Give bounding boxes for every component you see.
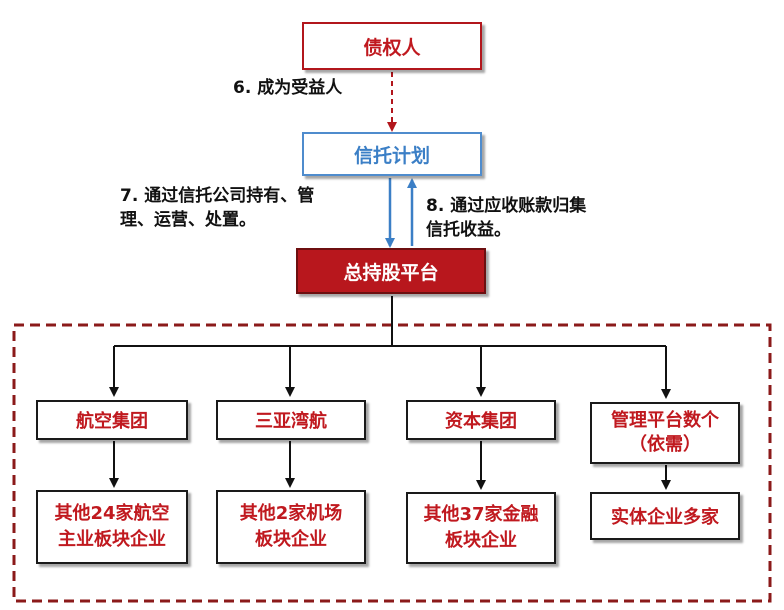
creditor-box: 债权人: [302, 22, 482, 70]
trust-plan-box: 信托计划: [302, 132, 482, 176]
group-box-aviation: 航空集团: [36, 400, 188, 440]
beneficiary-label: 6. 成为受益人: [233, 78, 343, 98]
sub-box-entities: 实体企业多家: [590, 492, 740, 540]
group-box-capital: 资本集团: [406, 400, 556, 440]
group-box-management: 管理平台数个 （依需）: [590, 402, 740, 464]
collect-label: 8. 通过应收账款归集 信托收益。: [426, 196, 587, 240]
group-box-sanya: 三亚湾航: [216, 400, 366, 440]
holding-platform-box: 总持股平台: [296, 248, 486, 294]
hold-manage-label: 7. 通过信托公司持有、管 理、运营、处置。: [120, 186, 315, 230]
sub-box-capital: 其他37家金融 板块企业: [406, 492, 556, 564]
sub-box-sanya: 其他2家机场 板块企业: [216, 490, 366, 564]
sub-box-aviation: 其他24家航空 主业板块企业: [36, 490, 188, 564]
